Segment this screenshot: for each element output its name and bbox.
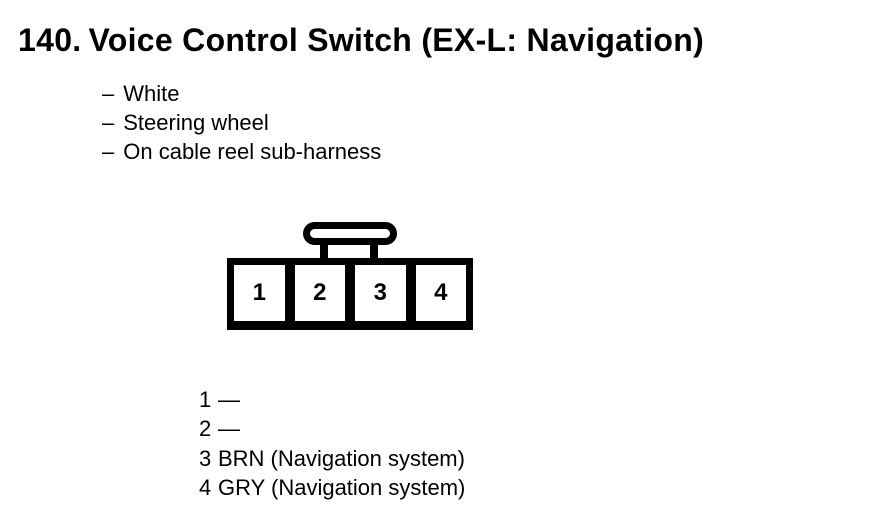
note-location: – Steering wheel	[102, 108, 381, 137]
pin-wire-label: —	[218, 387, 240, 412]
note-text: Steering wheel	[123, 110, 269, 135]
item-number: 140.	[18, 22, 82, 58]
note-connector-color: – White	[102, 79, 381, 108]
pin-legend-row: 4 GRY (Navigation system)	[199, 473, 465, 502]
pin-number: 1	[199, 387, 212, 412]
pin-number: 2	[199, 416, 212, 442]
pin-legend-row: 2 —	[199, 414, 465, 443]
page-title: 140. Voice Control Switch (EX-L: Navigat…	[18, 22, 704, 58]
pin-number: 3	[199, 445, 212, 471]
connector-cavity-3: 3	[355, 265, 406, 321]
pin-wire-label: GRY (Navigation system)	[218, 474, 466, 500]
pin-number: 4	[199, 474, 212, 500]
connector-cavity-4: 4	[415, 265, 466, 321]
note-text: White	[123, 81, 180, 106]
pin-legend-row: 3 BRN (Navigation system)	[199, 444, 465, 473]
note-text: On cable reel sub-harness	[123, 139, 382, 164]
cavity-number: 1	[252, 279, 266, 306]
pin-legend-row: 1 —	[199, 385, 465, 414]
cavity-number: 4	[434, 279, 448, 306]
connector-cavity-1: 1	[234, 265, 285, 321]
connector-body: 1 2 3 4	[227, 258, 473, 330]
dash-bullet: –	[102, 110, 115, 135]
pin-legend: 1 — 2 — 3 BRN (Navigation system) 4 GRY …	[199, 385, 465, 502]
item-title-text: Voice Control Switch (EX-L: Navigation)	[88, 22, 705, 58]
dash-bullet: –	[102, 139, 115, 164]
dash-bullet: –	[102, 81, 115, 106]
note-harness: – On cable reel sub-harness	[102, 137, 381, 166]
pin-wire-label: BRN (Navigation system)	[218, 445, 465, 471]
connector-lock-tab-icon	[303, 222, 397, 260]
cavity-number: 2	[313, 279, 327, 306]
connector-cavity-2: 2	[294, 265, 345, 321]
pin-wire-label: —	[218, 416, 240, 442]
cavity-number: 3	[373, 279, 387, 306]
connector-notes: – White – Steering wheel – On cable reel…	[102, 79, 381, 166]
